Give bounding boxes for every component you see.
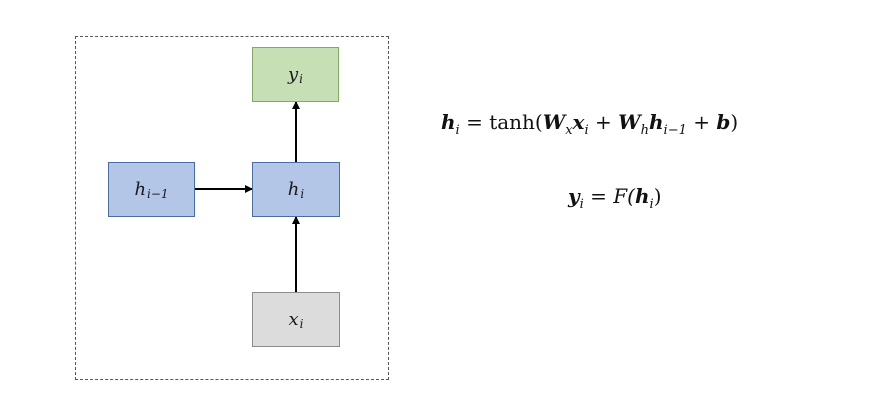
eq1-wx: W	[542, 110, 566, 134]
eq1-tanh: tanh(	[489, 110, 543, 134]
eq1-lhs: h	[441, 110, 456, 134]
rnn-cell-dashed-frame	[75, 36, 389, 380]
eq1-hprev-sub: i−1	[663, 123, 687, 138]
eq2-equals: =	[590, 184, 607, 208]
hidden-symbol: h	[287, 179, 300, 200]
eq1-close: )	[730, 110, 739, 134]
eq1-wh: W	[618, 110, 641, 134]
output-node-symbol: y	[287, 64, 299, 85]
previous-hidden-subscript: i−1	[147, 186, 169, 201]
hidden-subscript: i	[300, 186, 305, 201]
input-symbol: x	[288, 309, 299, 330]
eq1-bias: b	[716, 110, 731, 134]
eq1-x: x	[572, 110, 585, 134]
eq1-hprev: h	[648, 110, 664, 134]
eq1-x-sub: i	[584, 123, 589, 138]
eq1-plus-1: +	[595, 110, 612, 134]
output-equation: yi = F(hi)	[568, 184, 662, 212]
eq1-wx-sub: x	[565, 123, 573, 138]
eq2-lhs-sub: i	[579, 197, 584, 212]
eq2-arg: h	[634, 184, 650, 208]
previous-hidden-symbol: h	[134, 179, 147, 200]
eq1-equals: =	[466, 110, 483, 134]
eq1-plus-2: +	[693, 110, 710, 134]
eq2-arg-sub: i	[649, 197, 654, 212]
output-node-subscript: i	[299, 71, 303, 86]
hidden-state-equation: hi = tanh(Wxxi + Whhi−1 + b)	[441, 110, 739, 138]
eq1-lhs-sub: i	[455, 123, 460, 138]
input-subscript: i	[299, 316, 304, 331]
eq1-wh-sub: h	[640, 123, 649, 138]
eq2-lhs: y	[568, 184, 580, 208]
eq2-close: )	[653, 184, 662, 208]
eq2-fn: F(	[613, 184, 635, 208]
